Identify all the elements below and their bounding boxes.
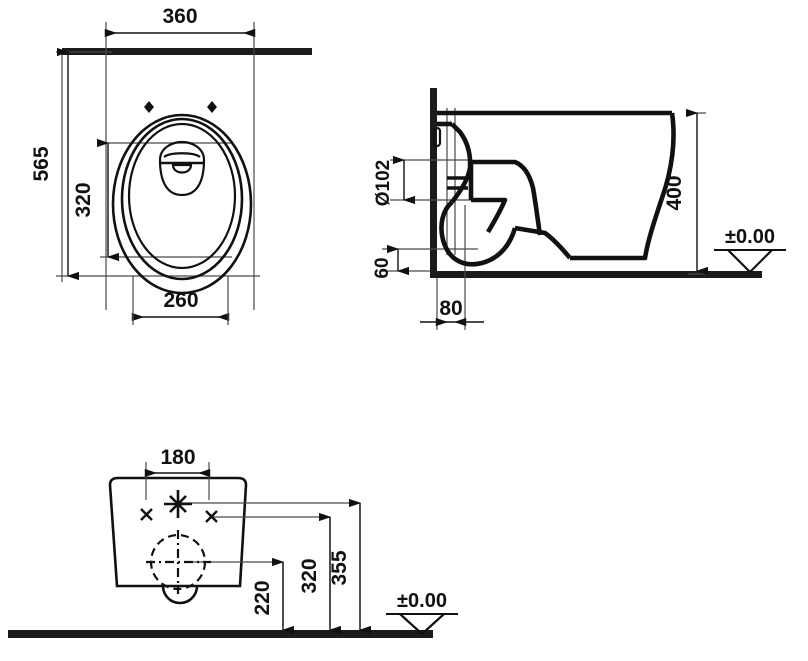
- plan-fixing-points: [144, 101, 217, 113]
- dim-320-rear-label: 320: [298, 558, 321, 593]
- dim-320-plan: 320: [72, 138, 120, 262]
- side-wall-line: [430, 88, 437, 278]
- dim-320-plan-label: 320: [72, 182, 95, 217]
- side-trapway-detail: [468, 159, 543, 236]
- fixing-marker-right-icon: [205, 510, 218, 523]
- dim-260-label: 260: [163, 289, 198, 312]
- rear-body-outline: [108, 476, 248, 588]
- side-wall-bracket: [432, 126, 442, 148]
- centre-fixing-icon: [164, 490, 192, 518]
- side-floor-line: [430, 271, 762, 278]
- dim-220: 220: [251, 557, 295, 635]
- datum-marker-side: ±0.00: [714, 226, 786, 274]
- plan-bowl-outline: [111, 113, 253, 295]
- view-plan: 360 565 320 260: [30, 5, 312, 325]
- rear-fixing-markers: [140, 490, 218, 523]
- dim-80: 80: [420, 297, 484, 327]
- dim-60: 60: [372, 244, 410, 279]
- fixing-point-left-icon: [144, 101, 154, 113]
- rear-outlet-boss: [161, 585, 199, 605]
- dim-565-label: 565: [30, 146, 53, 181]
- dim-360-label: 360: [162, 5, 197, 28]
- dim-180: 180: [144, 446, 211, 478]
- fixing-point-right-icon: [207, 101, 217, 113]
- dim-355-label: 355: [328, 550, 351, 585]
- view-side: Ø102 60 80 400 ±0.00: [372, 88, 786, 330]
- side-bowl-profile: [437, 110, 676, 267]
- dim-565: 565: [30, 47, 80, 281]
- plan-rim-detail: [158, 140, 206, 197]
- datum-marker-rear: ±0.00: [386, 590, 458, 636]
- datum-rear-label: ±0.00: [397, 590, 447, 612]
- dim-60-label: 60: [372, 257, 393, 278]
- datum-side-label: ±0.00: [725, 226, 775, 248]
- fixing-marker-left-icon: [140, 508, 153, 521]
- rear-outlet-circle: [146, 530, 211, 594]
- rear-floor-line: [8, 630, 433, 638]
- view-rear: 180: [8, 446, 458, 638]
- dim-d102: Ø102: [373, 155, 416, 206]
- dim-355: 355: [328, 498, 372, 635]
- dim-d102-label: Ø102: [373, 160, 394, 206]
- dim-260: 260: [131, 276, 230, 325]
- plan-wall-line: [62, 48, 312, 55]
- dim-400-label: 400: [663, 175, 686, 210]
- dim-220-label: 220: [251, 580, 274, 615]
- side-outlet-stub: [447, 176, 468, 190]
- dim-360: 360: [104, 5, 256, 38]
- dim-320-rear: 320: [298, 512, 342, 635]
- dim-180-label: 180: [160, 446, 195, 469]
- dim-80-label: 80: [439, 297, 462, 320]
- dim-400: 400: [663, 108, 709, 276]
